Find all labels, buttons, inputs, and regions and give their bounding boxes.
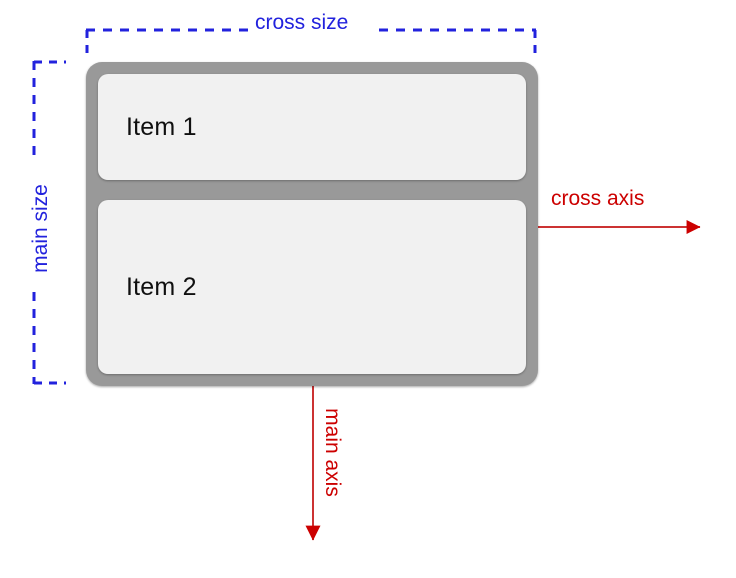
flex-item-2[interactable]: Item 2 (98, 200, 526, 374)
flex-item-2-label: Item 2 (126, 272, 197, 301)
cross-size-bracket (85, 28, 537, 54)
cross-size-label: cross size (255, 11, 349, 34)
main-size-bracket (32, 60, 66, 385)
flex-container: Item 1 Item 2 (86, 62, 538, 386)
main-axis-label: main axis (320, 408, 344, 497)
cross-axis-label: cross axis (551, 187, 645, 210)
flex-item-1-label: Item 1 (126, 112, 197, 141)
flex-item-1[interactable]: Item 1 (98, 74, 526, 180)
main-size-label: main size (28, 184, 52, 273)
